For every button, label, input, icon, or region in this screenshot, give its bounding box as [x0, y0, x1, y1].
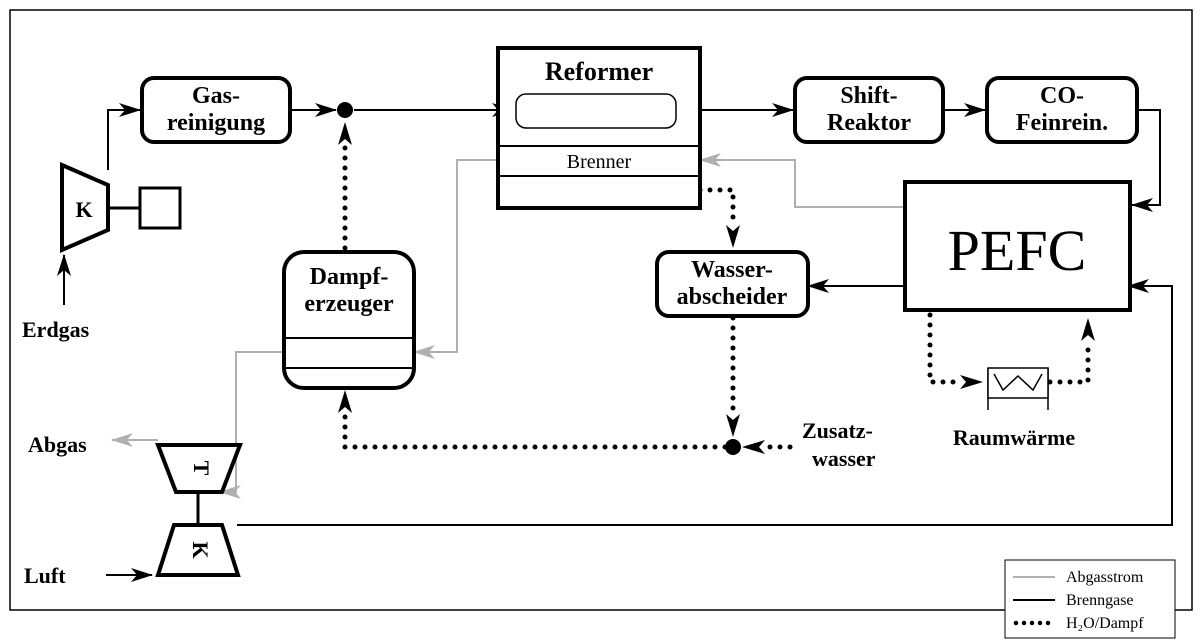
pefc-box: PEFC — [903, 180, 1132, 312]
luft-label: Luft — [24, 563, 66, 588]
co-feinreinigung-box: CO- Feinrein. — [985, 76, 1139, 144]
brenner-to-dampferzeuger-exhaust — [413, 159, 498, 359]
zusatzwasser-label-line2: wasser — [812, 446, 876, 471]
wasserabscheider-label-line1: Wasser- — [691, 257, 773, 283]
water-mixing-junction — [725, 439, 741, 455]
steam-arrowhead — [338, 122, 352, 145]
air-compressor: K — [155, 523, 241, 577]
k-to-gasreinigung-flow — [107, 103, 141, 170]
separator-water-arrowhead — [726, 414, 740, 437]
wasserabscheider-label-line2: abscheider — [677, 284, 788, 310]
abgas-label: Abgas — [28, 432, 87, 457]
erdgas-compressor: K — [60, 161, 110, 254]
dampferzeuger-label-line2: erzeuger — [304, 291, 394, 317]
erdgas-label: Erdgas — [22, 317, 90, 342]
pefc-to-brenner-exhaust — [699, 153, 905, 208]
reformer-water-arrowhead — [726, 225, 740, 248]
legend-label-fuel: Brenngase — [1066, 592, 1134, 609]
dampferzeuger-to-turbine-exhaust — [219, 351, 284, 499]
air-compressor-label: K — [188, 541, 213, 558]
raumwaerme-label: Raumwärme — [953, 425, 1075, 450]
wasserabscheider-box: Wasser- abscheider — [655, 250, 810, 318]
brenner-label: Brenner — [567, 151, 632, 173]
co-label-line1: CO- — [1040, 83, 1084, 109]
reformer-to-wasserabscheider-water — [697, 187, 736, 228]
zusatzwasser-label-line1: Zusatz- — [802, 418, 873, 443]
gasreinigung-box: Gas- reinigung — [140, 76, 292, 144]
reformer-box: Reformer Brenner — [496, 46, 702, 210]
co-label-line2: Feinrein. — [1016, 110, 1108, 136]
air-to-pefc-flow — [237, 279, 1173, 526]
dampferzeuger-box: Dampf- erzeuger — [282, 250, 416, 390]
legend-label-exhaust: Abgasstrom — [1066, 569, 1144, 586]
feedwater-arrowhead — [338, 390, 352, 413]
dampferzeuger-label-line1: Dampf- — [310, 264, 389, 290]
shift-label-line1: Shift- — [840, 83, 897, 109]
turbine: T — [155, 443, 243, 494]
legend-label-water: H₂O/Dampf — [1066, 615, 1144, 632]
turbine-label: T — [189, 461, 214, 476]
gasreinigung-label-line1: Gas- — [192, 83, 240, 109]
cooling-return-arrowhead — [1081, 318, 1095, 341]
compressor-motor — [138, 186, 182, 230]
zusatzwasser-arrowhead — [742, 440, 765, 454]
shift-label-line2: Reaktor — [827, 110, 911, 136]
co-to-pefc-flow — [1131, 109, 1161, 212]
gasreinigung-label-line2: reinigung — [167, 110, 265, 136]
diagram-frame — [9, 9, 1193, 611]
legend: Abgasstrom Brenngase H₂O/Dampf — [1004, 559, 1176, 639]
mixing-to-dampferzeuger-water — [342, 407, 728, 450]
cooling-out-arrowhead — [960, 375, 983, 389]
pefc-cooling-water-out — [927, 282, 963, 385]
gas-steam-junction — [337, 102, 353, 118]
erdgas-compressor-label: K — [75, 197, 92, 222]
raumwaerme-heat-exchanger — [987, 367, 1049, 410]
reformer-label: Reformer — [545, 57, 653, 86]
shift-reaktor-box: Shift- Reaktor — [793, 76, 945, 144]
pefc-label: PEFC — [948, 218, 1087, 283]
pefc-cooling-water-return — [1047, 337, 1091, 385]
reformer-tube — [515, 93, 677, 129]
